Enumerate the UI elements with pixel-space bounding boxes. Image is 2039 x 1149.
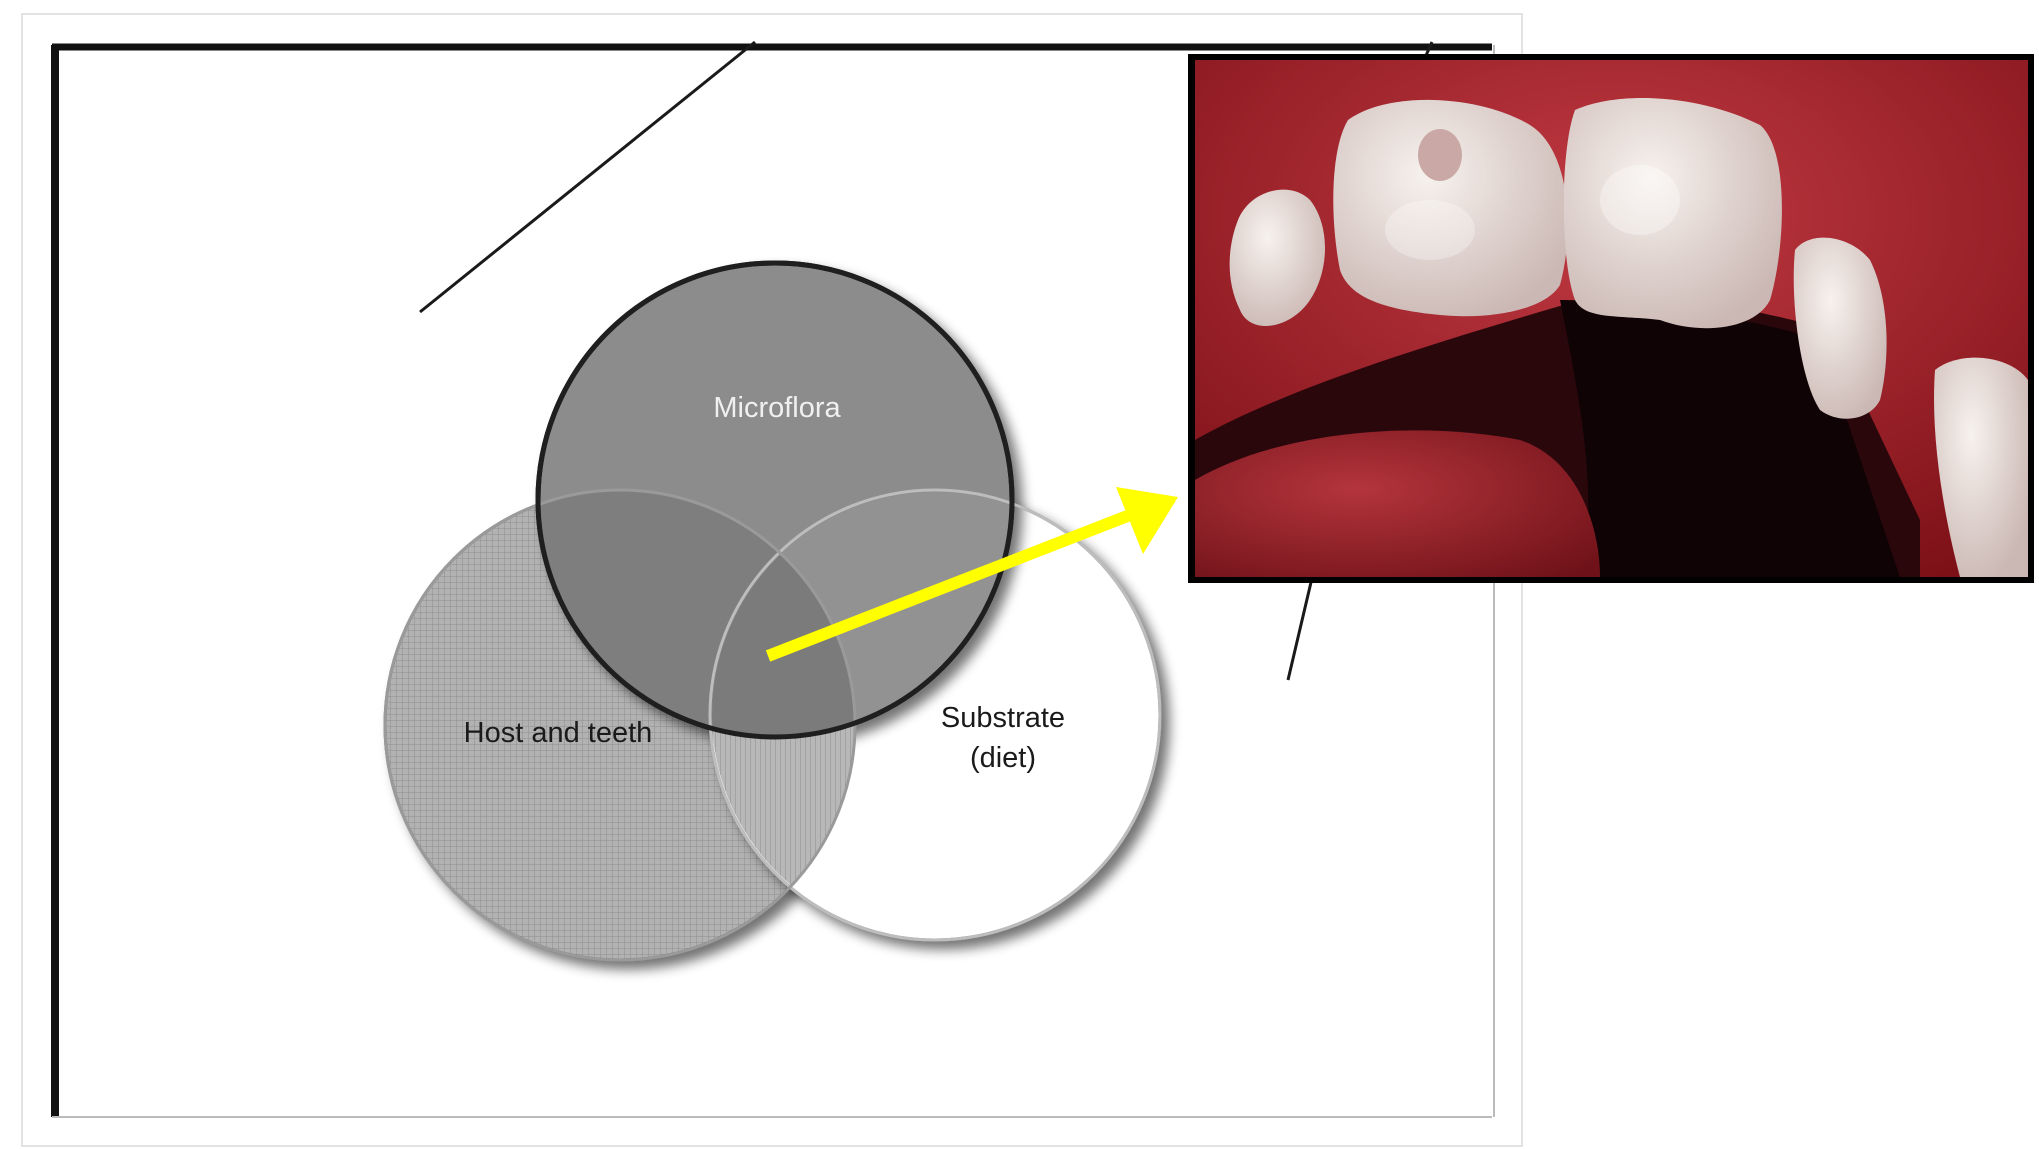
teeth-photo (1188, 54, 2034, 583)
microflora-label: Microflora (713, 392, 841, 424)
diet-label: (diet) (970, 742, 1036, 774)
tooth-highlight (1600, 165, 1680, 235)
caries-lesion (1418, 129, 1462, 181)
substrate-label: Substrate (941, 702, 1065, 734)
tooth-highlight-2 (1385, 200, 1475, 260)
host-and-teeth-label: Host and teeth (464, 717, 653, 749)
